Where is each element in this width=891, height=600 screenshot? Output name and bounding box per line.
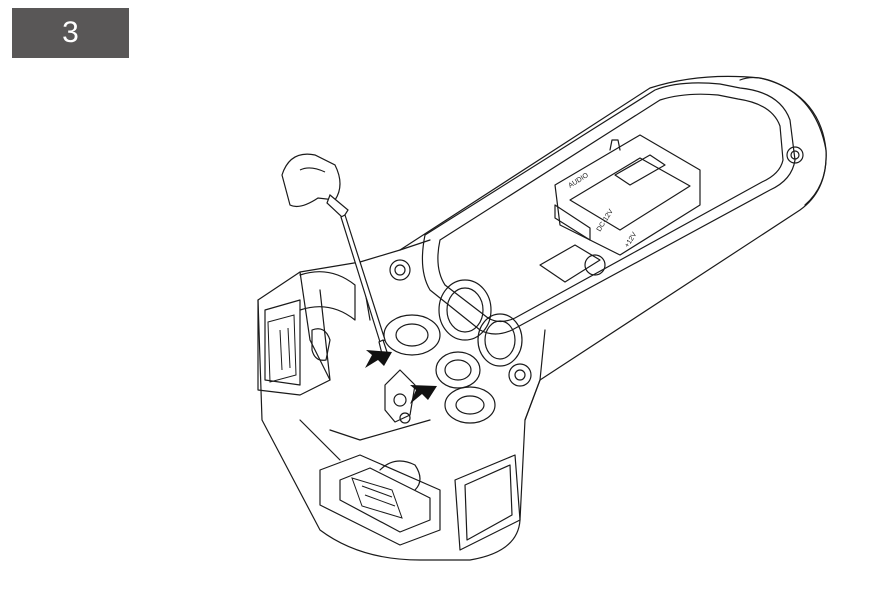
board-label-dc: DC-12V bbox=[596, 208, 615, 233]
label-plate-bottom bbox=[351, 477, 403, 519]
step-number-badge: 3 bbox=[12, 8, 129, 58]
cable-hole-medium bbox=[477, 313, 523, 367]
board-label-audio: AUDIO bbox=[567, 172, 590, 190]
bottom-compartment bbox=[319, 454, 441, 546]
terminal-connector-upper bbox=[383, 314, 441, 356]
arrow-icon bbox=[365, 350, 392, 368]
terminal-connector-right bbox=[444, 386, 496, 424]
mount-boss-left bbox=[389, 259, 411, 281]
step-number: 3 bbox=[62, 16, 79, 49]
terminal-connector-lower bbox=[435, 351, 481, 389]
cable-hole-large bbox=[438, 279, 492, 341]
board-connector bbox=[554, 204, 591, 241]
terminal-screw-block bbox=[384, 369, 416, 423]
housing-outline bbox=[257, 75, 827, 561]
screw-hole-top-right bbox=[786, 146, 804, 164]
mount-boss-right bbox=[508, 363, 532, 387]
lid-rim-outer bbox=[421, 82, 796, 335]
label-plate-left bbox=[267, 314, 297, 383]
arrow-icon bbox=[410, 385, 437, 404]
left-compartment bbox=[257, 289, 331, 396]
board-component bbox=[584, 254, 606, 276]
board-label-card: +12V bbox=[624, 231, 639, 249]
circuit-board bbox=[554, 134, 701, 256]
screwdriver-icon bbox=[281, 153, 388, 355]
lid-rim-inner bbox=[437, 93, 784, 323]
housing-end-cap bbox=[739, 77, 827, 206]
